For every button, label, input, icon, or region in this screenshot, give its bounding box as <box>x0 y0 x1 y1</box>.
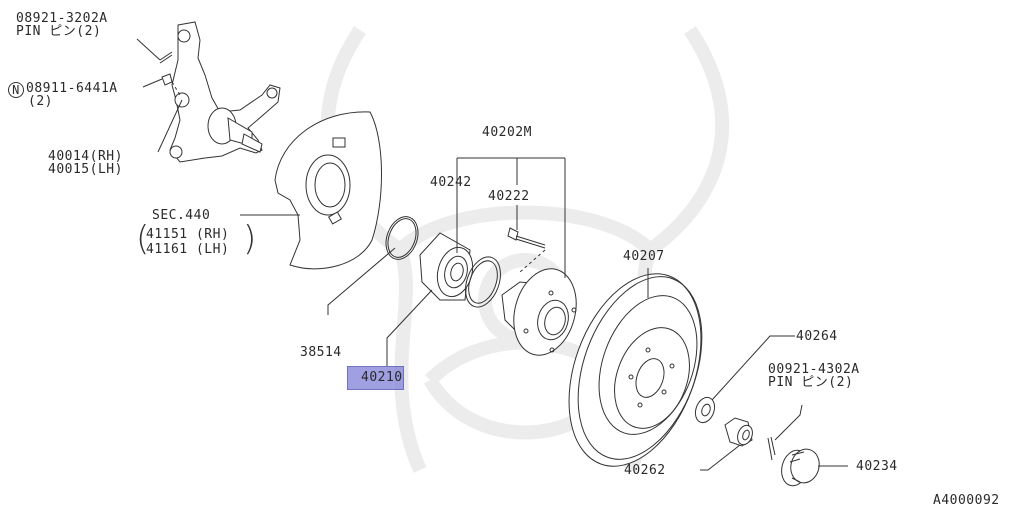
label-pin-top-desc: PIN ピン(2) <box>16 24 102 39</box>
wheel-bearing-drawing[interactable] <box>419 232 478 301</box>
grease-cap-drawing[interactable] <box>778 446 823 489</box>
label-knuckle-lh[interactable]: 40015(LH) <box>48 162 123 177</box>
wheel-hub-drawing[interactable] <box>501 227 585 362</box>
label-pin-bottom-desc: PIN ピン(2) <box>768 375 854 390</box>
label-splash-guard-rh[interactable]: 41151 (RH) <box>146 227 230 242</box>
label-nut-qty: (2) <box>28 94 53 109</box>
bracket-open: ( <box>136 219 150 259</box>
hub-seal-ring-drawing[interactable] <box>459 252 507 312</box>
label-hub-bolt[interactable]: 40222 <box>488 189 530 204</box>
label-snap-ring[interactable]: 38514 <box>300 345 342 360</box>
hub-nut-drawing[interactable] <box>724 417 755 447</box>
leader-lines <box>136 38 848 471</box>
label-rotor[interactable]: 40207 <box>623 249 665 264</box>
label-bearing[interactable]: 40210 <box>361 370 403 385</box>
label-splash-guard-lh[interactable]: 41161 (LH) <box>146 242 230 257</box>
brake-rotor-drawing[interactable] <box>544 256 725 485</box>
splash-guard-drawing[interactable] <box>274 111 382 270</box>
cotter-pin-drawing[interactable] <box>767 436 776 461</box>
label-pin-top-part[interactable]: 08921-3202A <box>16 11 108 26</box>
label-splash-guard-sec[interactable]: SEC.440 <box>152 208 211 223</box>
label-hub-assembly[interactable]: 40202M <box>482 125 532 140</box>
label-hub-nut[interactable]: 40262 <box>624 463 666 478</box>
snap-ring-drawing[interactable] <box>380 212 423 264</box>
label-knuckle-rh[interactable]: 40014(RH) <box>48 149 123 164</box>
steering-knuckle-drawing[interactable] <box>159 21 281 163</box>
label-washer[interactable]: 40264 <box>796 329 838 344</box>
bracket-close: ) <box>243 219 257 259</box>
label-hub-seal[interactable]: 40242 <box>430 175 472 190</box>
highlight-selected-part <box>347 366 404 390</box>
washer-drawing[interactable] <box>692 395 718 426</box>
label-grease-cap[interactable]: 40234 <box>856 459 898 474</box>
label-nut-part[interactable]: 08911-6441A <box>26 81 118 96</box>
figure-id: A4000092 <box>933 493 1000 508</box>
nut-circled-n-icon: N <box>8 82 24 98</box>
label-pin-bottom-part[interactable]: 00921-4302A <box>768 362 860 377</box>
